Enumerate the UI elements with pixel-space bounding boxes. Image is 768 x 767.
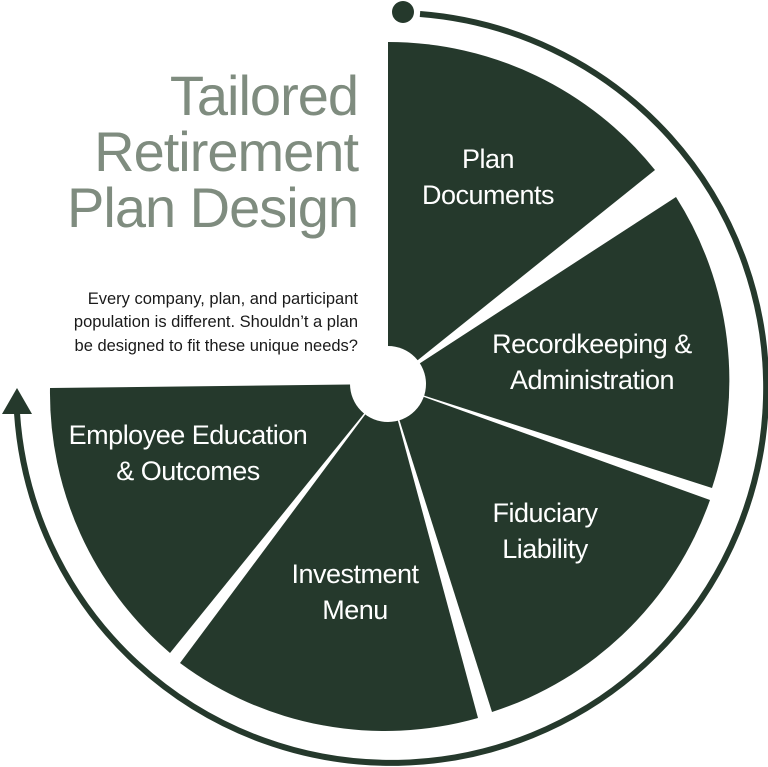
segment-label-fiduciary-liability: Fiduciary Liability [470,496,620,567]
arc-start-dot [392,1,414,23]
segment-label-line: Investment [291,559,419,589]
title-line: Tailored [169,64,359,127]
segment-label-line: Liability [502,533,588,564]
segment-label-investment-menu: Investment Menu [275,557,435,628]
segment-label-line: & Outcomes [116,455,260,486]
center-hub [350,346,426,422]
segment-label-line: Plan [461,144,515,174]
segment-fiduciary-liability [388,384,710,712]
segment-label-line: Employee Education [68,420,308,450]
segment-label-recordkeeping: Recordkeeping & Administration [482,327,702,398]
subtitle: Every company, plan, and participant pop… [8,288,358,358]
subtitle-line: be designed to fit these unique needs? [74,336,358,355]
arrow-up-icon [2,388,32,414]
segment-label-line: Recordkeeping & [492,329,692,359]
segment-label-plan-documents: Plan Documents [408,142,568,213]
title-line: Plan Design [67,176,359,239]
subtitle-line: Every company, plan, and participant [87,290,358,308]
segment-employee-education [49,384,388,653]
subtitle-line: population is different. Shouldn’t a pla… [73,313,358,332]
segment-label-line: Administration [509,364,675,395]
title-line: Retirement [94,120,359,183]
segment-investment-menu [180,384,478,731]
segment-label-line: Fiduciary [492,498,598,528]
segment-plan-documents [388,41,655,384]
segment-recordkeeping [388,197,730,488]
segment-label-line: Documents [421,179,555,210]
page-title: Tailored Retirement Plan Design [18,64,359,239]
segment-label-line: Menu [322,594,388,625]
cycle-arc [14,11,768,766]
segment-label-employee-education: Employee Education & Outcomes [58,418,318,489]
